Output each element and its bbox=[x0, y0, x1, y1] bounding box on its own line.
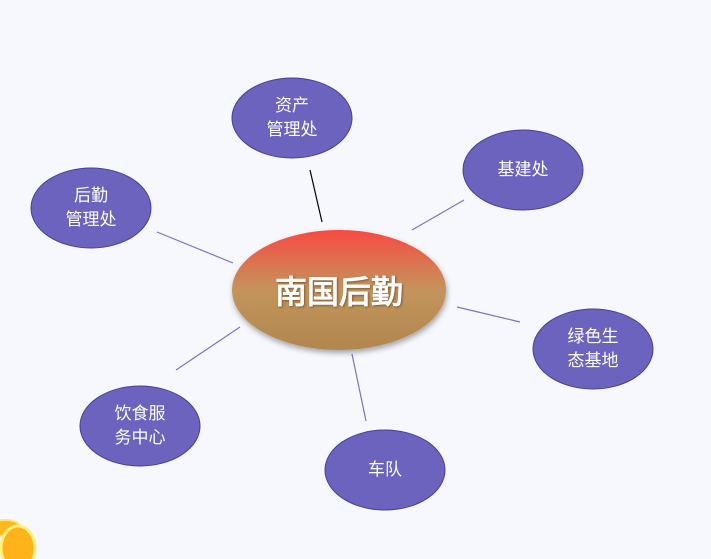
edge-infra bbox=[411, 199, 465, 231]
node-eco-label: 绿色生态基地 bbox=[568, 325, 619, 373]
node-infra-label: 基建处 bbox=[498, 158, 549, 182]
label-line: 饮食服 bbox=[114, 404, 166, 424]
label-line: 管理处 bbox=[266, 120, 318, 140]
label-line: 车队 bbox=[368, 460, 402, 480]
label-line: 态基地 bbox=[567, 351, 619, 371]
label-line: 基建处 bbox=[497, 160, 549, 180]
edge-asset bbox=[309, 169, 323, 223]
node-logistics[interactable] bbox=[30, 167, 152, 249]
center-node[interactable] bbox=[232, 230, 446, 350]
node-infra[interactable] bbox=[462, 129, 584, 211]
node-asset-label: 资产管理处 bbox=[267, 94, 318, 142]
node-fleet-label: 车队 bbox=[368, 458, 402, 482]
node-food[interactable] bbox=[79, 385, 201, 467]
node-eco[interactable] bbox=[532, 308, 654, 390]
edge-fleet bbox=[351, 353, 367, 422]
center-label: 南国后勤 bbox=[274, 273, 404, 311]
label-line: 后勤 bbox=[74, 186, 108, 206]
node-fleet[interactable] bbox=[324, 429, 446, 511]
label-line: 管理处 bbox=[65, 210, 117, 230]
edge-logistics bbox=[156, 231, 234, 264]
edge-eco bbox=[456, 306, 521, 323]
node-logistics-label: 后勤管理处 bbox=[66, 184, 117, 232]
node-asset[interactable] bbox=[231, 77, 353, 159]
label-line: 绿色生 bbox=[567, 327, 619, 347]
coin-decoration bbox=[0, 519, 37, 559]
label-line: 务中心 bbox=[114, 428, 166, 448]
node-food-label: 饮食服务中心 bbox=[115, 402, 166, 450]
edge-food bbox=[175, 326, 241, 371]
label-line: 资产 bbox=[275, 96, 309, 116]
